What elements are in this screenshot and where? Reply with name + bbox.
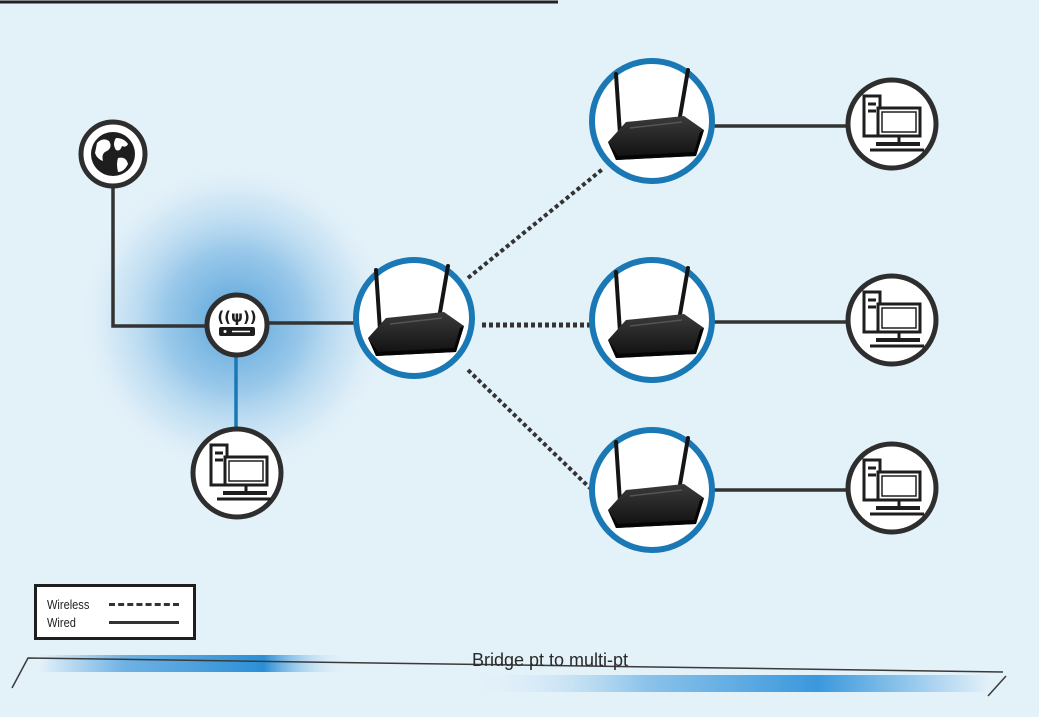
remote-access-point-2 — [589, 257, 715, 383]
modem-node: ((ψ)) — [204, 292, 270, 358]
wireless-links — [466, 166, 606, 492]
legend-wired-label: Wired — [47, 614, 76, 630]
remote-client-2 — [845, 273, 939, 367]
legend-wired-swatch — [109, 620, 179, 624]
legend-row-wired: Wired — [47, 613, 193, 631]
wireless-ap-ap1 — [466, 166, 606, 280]
local-client-node — [190, 426, 284, 520]
remote-access-point-3 — [589, 427, 715, 553]
remote-client-3 — [845, 441, 939, 535]
link-internet-modem — [111, 185, 208, 328]
internet-node — [78, 119, 148, 189]
svg-text:((ψ)): ((ψ)) — [217, 308, 256, 326]
remote-access-point-1 — [589, 58, 715, 184]
wireless-ap-ap3 — [466, 368, 594, 492]
wired-links — [111, 124, 846, 492]
legend: Wireless Wired — [34, 584, 196, 640]
wireless-router-icon: ((ψ)) — [217, 308, 257, 336]
globe-icon — [91, 132, 135, 176]
legend-wireless-label: Wireless — [47, 596, 90, 612]
mode-label: Bridge pt to multi-pt — [471, 650, 629, 670]
root-access-point — [353, 257, 475, 379]
legend-wireless-swatch — [109, 602, 179, 606]
mode-band — [11, 655, 1007, 697]
remote-client-1 — [845, 77, 939, 171]
legend-row-wireless: Wireless — [47, 595, 193, 613]
